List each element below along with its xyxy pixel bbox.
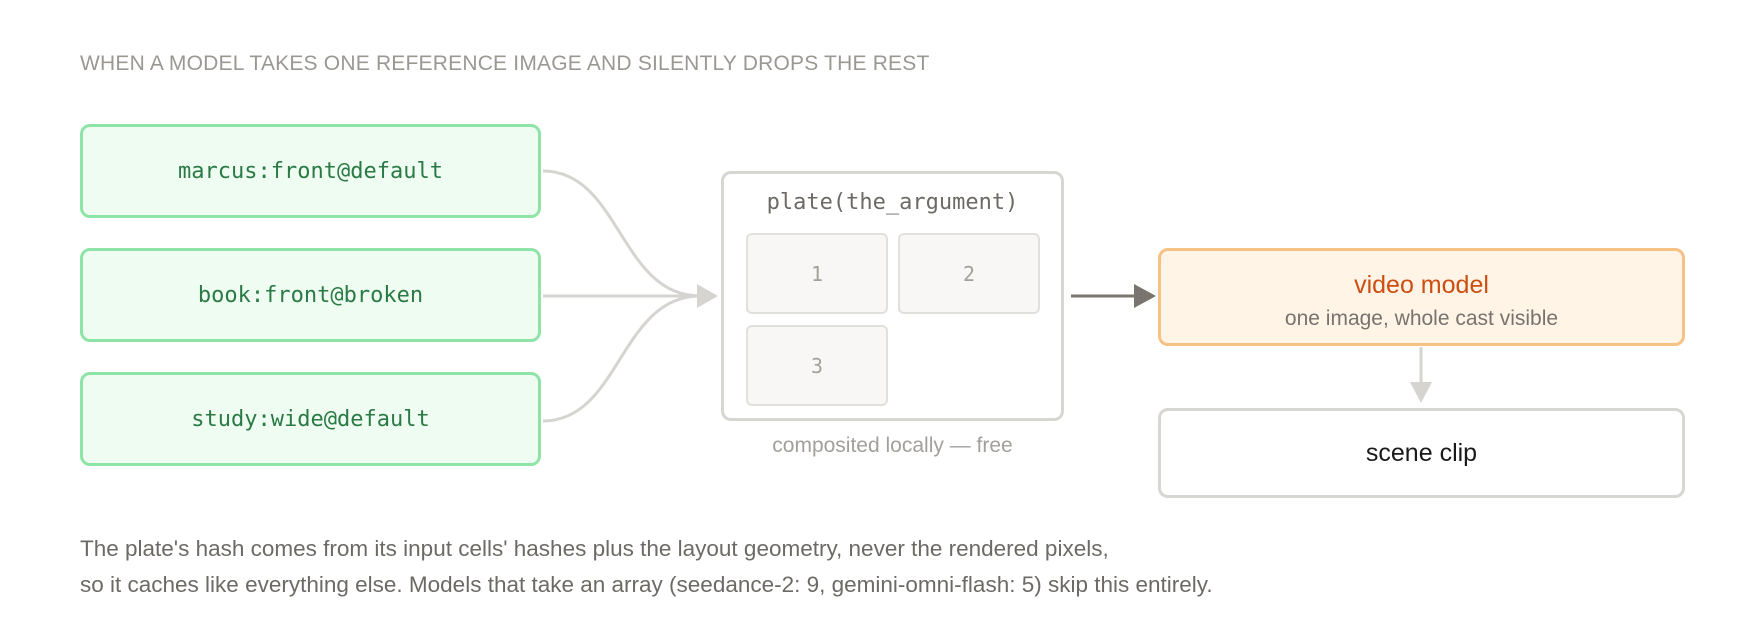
plate-caption: composited locally — free	[772, 434, 1013, 457]
explanation-line-1: The plate's hash comes from its input ce…	[80, 536, 1109, 561]
connector-marcus-to-plate	[542, 169, 701, 298]
connector-arrowhead-clip	[1410, 382, 1432, 403]
explanation-line-2: so it caches like everything else. Model…	[80, 572, 1213, 597]
plate-title: plate(the_argument)	[766, 190, 1019, 215]
input-node-book: book:front@broken	[80, 248, 541, 342]
connector-arrowhead-model	[1134, 284, 1156, 308]
connector-study-to-plate	[542, 294, 701, 423]
video-model-node: video model one image, whole cast visibl…	[1158, 248, 1685, 346]
video-model-subtitle: one image, whole cast visible	[1284, 307, 1559, 330]
plate-cell-2: 2	[898, 233, 1040, 314]
input-node-study: study:wide@default	[80, 372, 541, 466]
video-model-title: video model	[1354, 271, 1489, 299]
plate-node: plate(the_argument) 1 2 3	[721, 171, 1064, 421]
connector-arrowhead-plate	[697, 284, 718, 308]
scene-clip-node: scene clip	[1158, 408, 1685, 498]
plate-cell-1: 1	[746, 233, 888, 314]
plate-cell-3: 3	[746, 325, 888, 406]
diagram-heading: WHEN A MODEL TAKES ONE REFERENCE IMAGE A…	[80, 52, 930, 75]
input-node-marcus: marcus:front@default	[80, 124, 541, 218]
